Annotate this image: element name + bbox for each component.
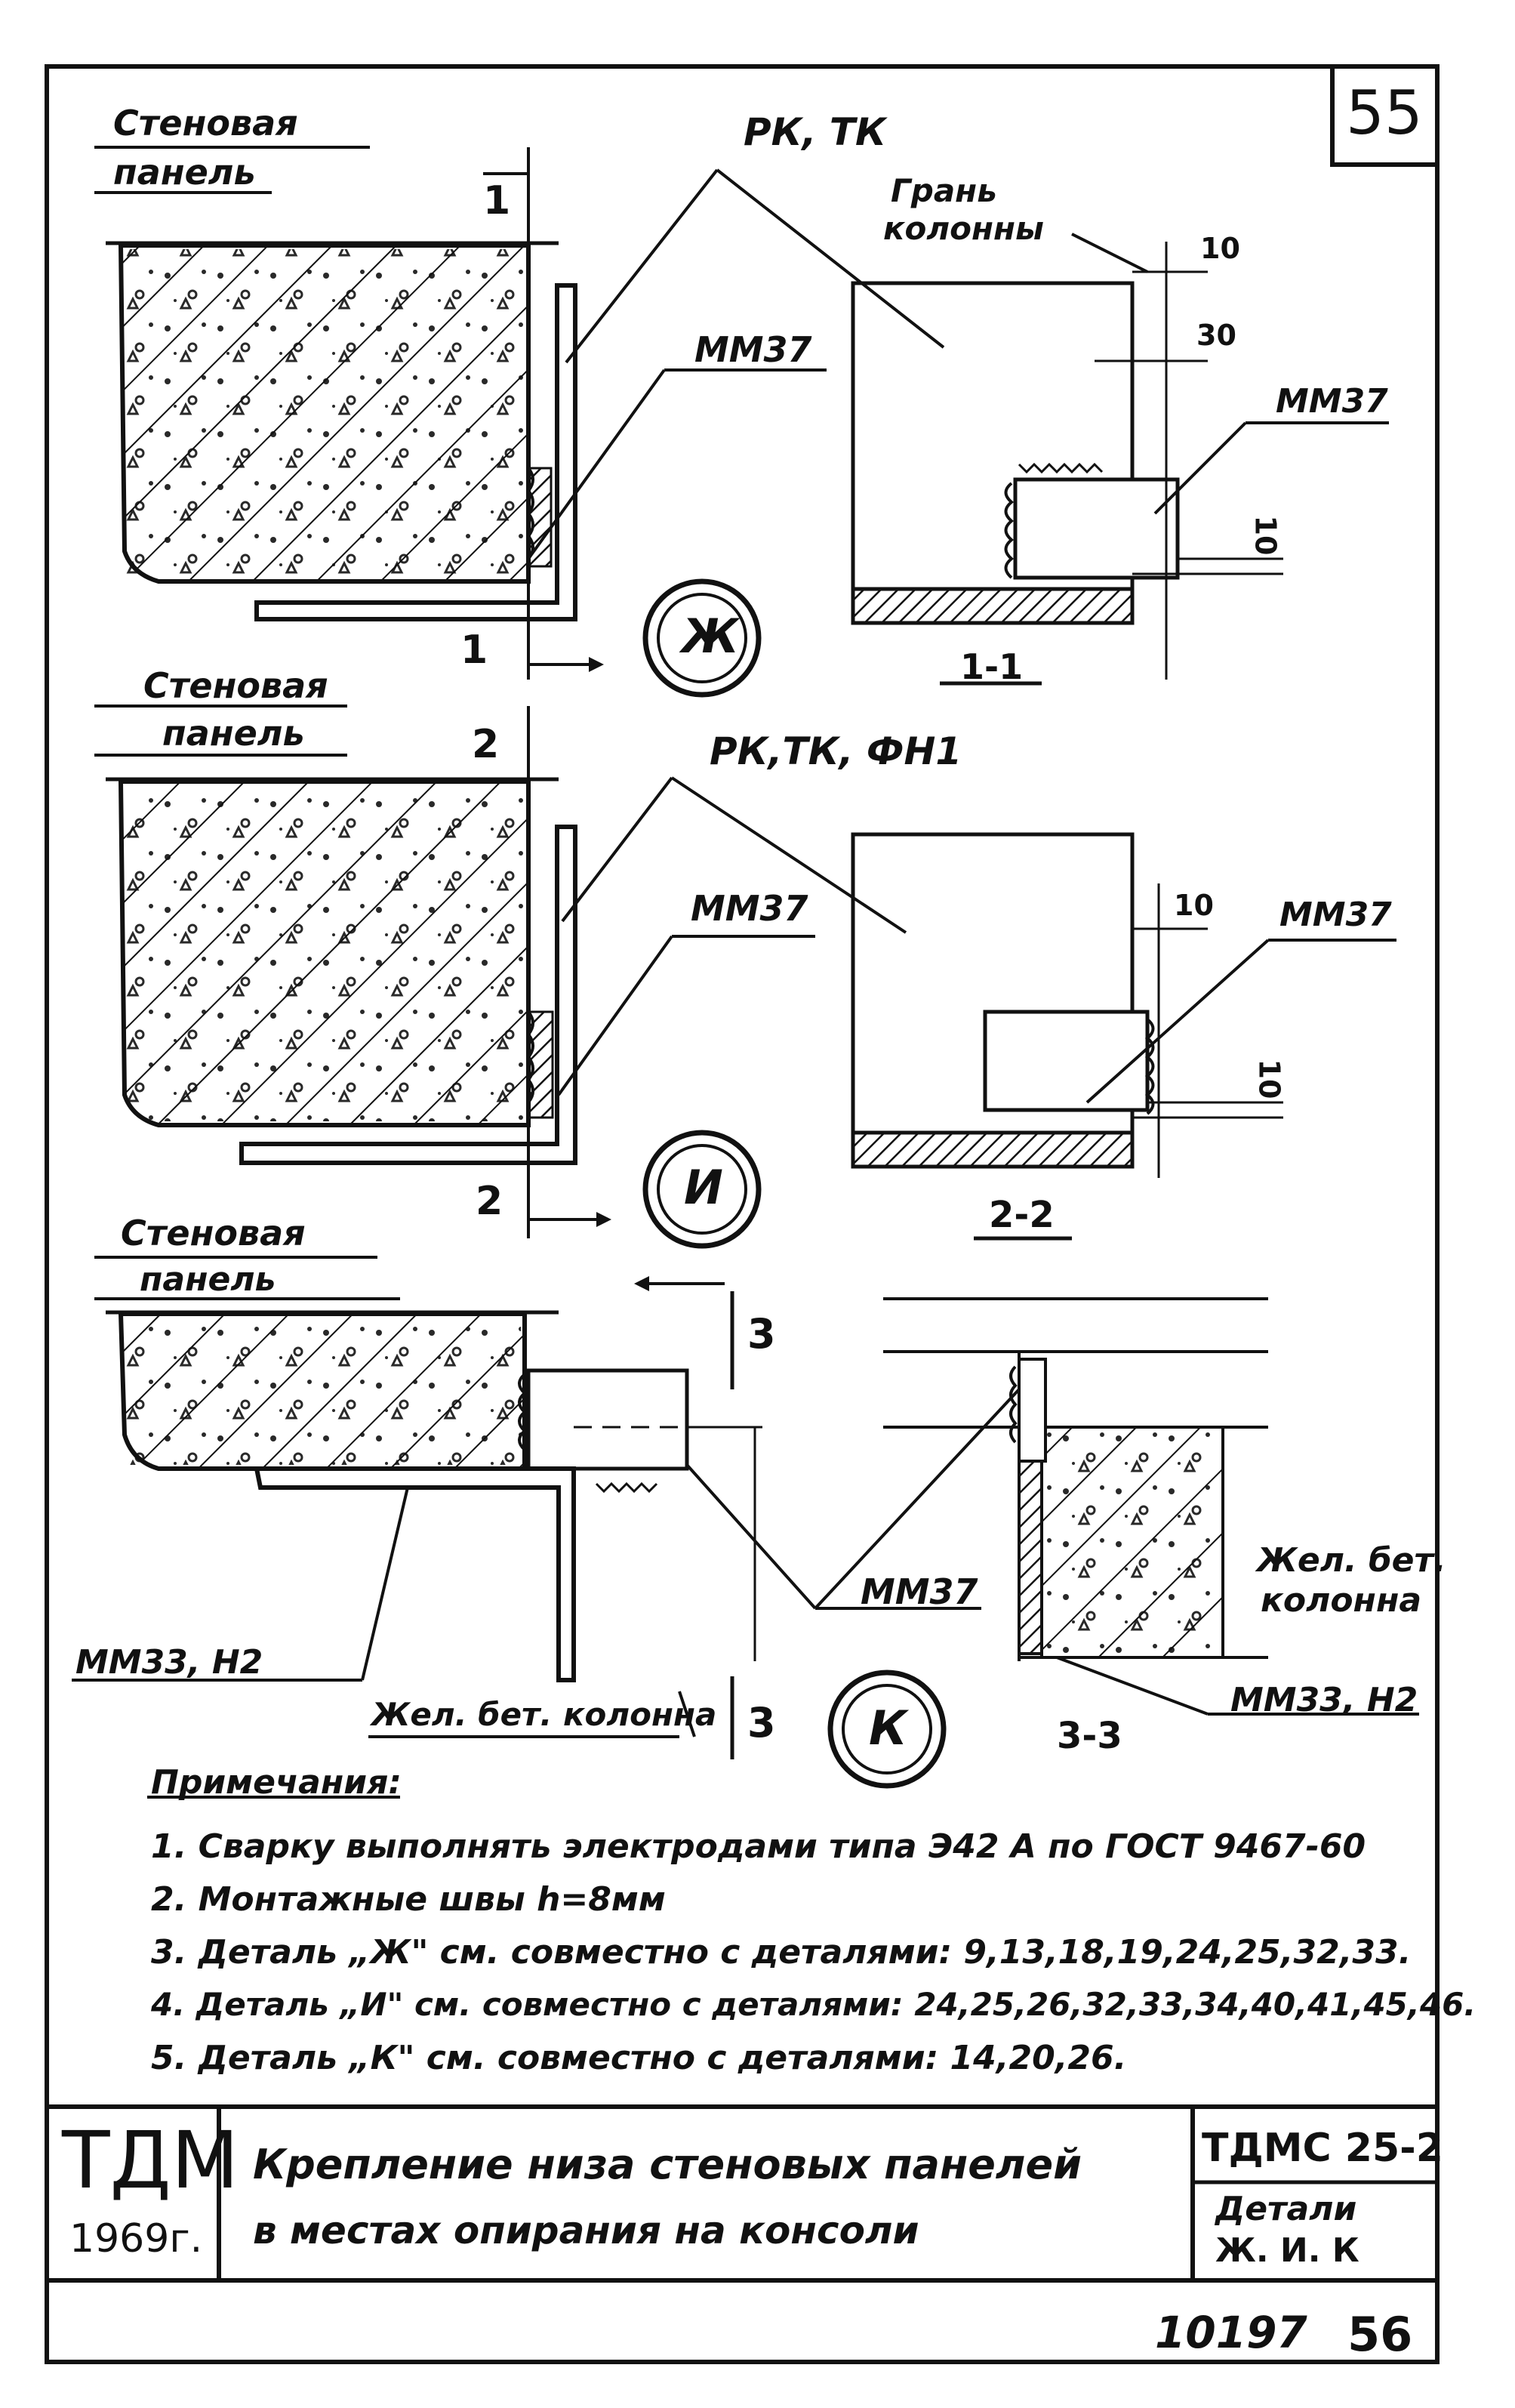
- section-title-3-3: 3-3: [1057, 1715, 1122, 1757]
- section-mark-bottom-k: 3: [747, 1699, 776, 1747]
- steel-angle-zh: [254, 283, 577, 621]
- note-item: 4. Деталь „И" см. совместно с деталями: …: [151, 1986, 1477, 2023]
- panel-label-line2-i: панель: [162, 713, 305, 754]
- note-item: 5. Деталь „К" см. совместно с деталями: …: [151, 2039, 1127, 2077]
- weld-label-mm33-left-k: ММ33, Н2: [75, 1643, 263, 1682]
- dim-10-top-zh: 10: [1200, 232, 1240, 265]
- panel-label-line1-i: Стеновая: [143, 665, 328, 706]
- page-number: 56: [1347, 2307, 1413, 2362]
- column-label-right-2-k: колонна: [1261, 1581, 1422, 1620]
- detail-k: [72, 1256, 1419, 1789]
- callout-circle-zh: [642, 578, 762, 698]
- column-label-left-k: Жел. бет. колонна: [371, 1696, 717, 1733]
- section-mark-bottom-zh: 1: [460, 627, 488, 673]
- weld-label-mm33-right-k: ММ33, Н2: [1230, 1681, 1418, 1719]
- callout-circle-k: [827, 1670, 947, 1789]
- year-label: 1969г.: [69, 2216, 203, 2262]
- elements-label-i: РК,ТК, ФН1: [710, 729, 962, 773]
- archive-number: 10197: [1155, 2307, 1307, 2358]
- column-face-label-1: Грань: [891, 172, 997, 209]
- sheet-number: 55: [1346, 78, 1423, 148]
- section-mark-top-k: 3: [747, 1310, 776, 1358]
- callout-circle-i: [642, 1130, 762, 1249]
- callout-label-k: К: [869, 1700, 907, 1756]
- sheet-details: Ж. И. К: [1215, 2231, 1359, 2270]
- callout-label-zh: Ж: [682, 609, 739, 664]
- section-mark-bottom-i: 2: [476, 1179, 503, 1224]
- steel-angle-k: [254, 1466, 576, 1682]
- section-2-2-outline: [851, 832, 1135, 1133]
- drawing-title-line2: в местах опирания на консоли: [253, 2209, 919, 2252]
- column-face-label-2: колонны: [883, 210, 1044, 247]
- elements-label-zh: РК, ТК: [744, 110, 886, 154]
- callout-label-i: И: [684, 1160, 723, 1215]
- panel-label-line2-k: панель: [140, 1260, 276, 1299]
- panel-label-line2-zh: панель: [113, 152, 256, 193]
- dim-10-side-zh: 10: [1249, 515, 1283, 556]
- steel-angle-i: [239, 825, 577, 1165]
- sheet-frame: [45, 64, 1440, 2364]
- panel-label-line1-k: Стеновая: [121, 1213, 306, 1253]
- section-title-1-1: 1-1: [960, 646, 1024, 687]
- weld-label-right-i: ММ37: [1279, 896, 1392, 934]
- sheet-label: Детали: [1215, 2190, 1357, 2228]
- column-label-right-1-k: Жел. бет.: [1257, 1541, 1446, 1580]
- plate-1-1: [1013, 477, 1180, 580]
- dim-10-top-i: 10: [1174, 889, 1214, 922]
- weld-label-mm37-k: ММ37: [861, 1571, 978, 1612]
- drawing-code: ТДМС 25-2: [1202, 2126, 1443, 2171]
- org-label: ТДМ: [62, 2114, 239, 2206]
- title-block: [47, 2104, 1437, 2283]
- section-1-1-outline: [851, 281, 1135, 589]
- weld-label-right-zh: ММ37: [1276, 382, 1388, 421]
- weld-label-left-i: ММ37: [691, 888, 808, 929]
- panel-label-line1-zh: Стеновая: [113, 103, 298, 143]
- note-item: 3. Деталь „Ж" см. совместно с деталями: …: [151, 1933, 1412, 1972]
- section-mark-top-i: 2: [472, 722, 500, 767]
- dim-10-side-i: 10: [1252, 1059, 1286, 1099]
- notes-heading: Примечания:: [151, 1763, 402, 1802]
- note-item: 1. Сварку выполнять электродами типа Э42…: [151, 1827, 1366, 1866]
- section-title-2-2: 2-2: [989, 1194, 1055, 1236]
- note-item: 2. Монтажные швы h=8мм: [151, 1880, 666, 1919]
- sheet-number-box: [1330, 64, 1440, 167]
- plate-2-2: [983, 1010, 1150, 1112]
- dim-30-zh: 30: [1196, 319, 1236, 352]
- drawing-title-line1: Крепление низа стеновых панелей: [253, 2141, 1082, 2188]
- plate-k: [526, 1368, 689, 1471]
- weld-label-left-zh: ММ37: [694, 329, 812, 370]
- section-mark-top-zh: 1: [483, 178, 511, 224]
- detail-i: [94, 705, 1396, 1249]
- detail-zh: [94, 146, 1389, 698]
